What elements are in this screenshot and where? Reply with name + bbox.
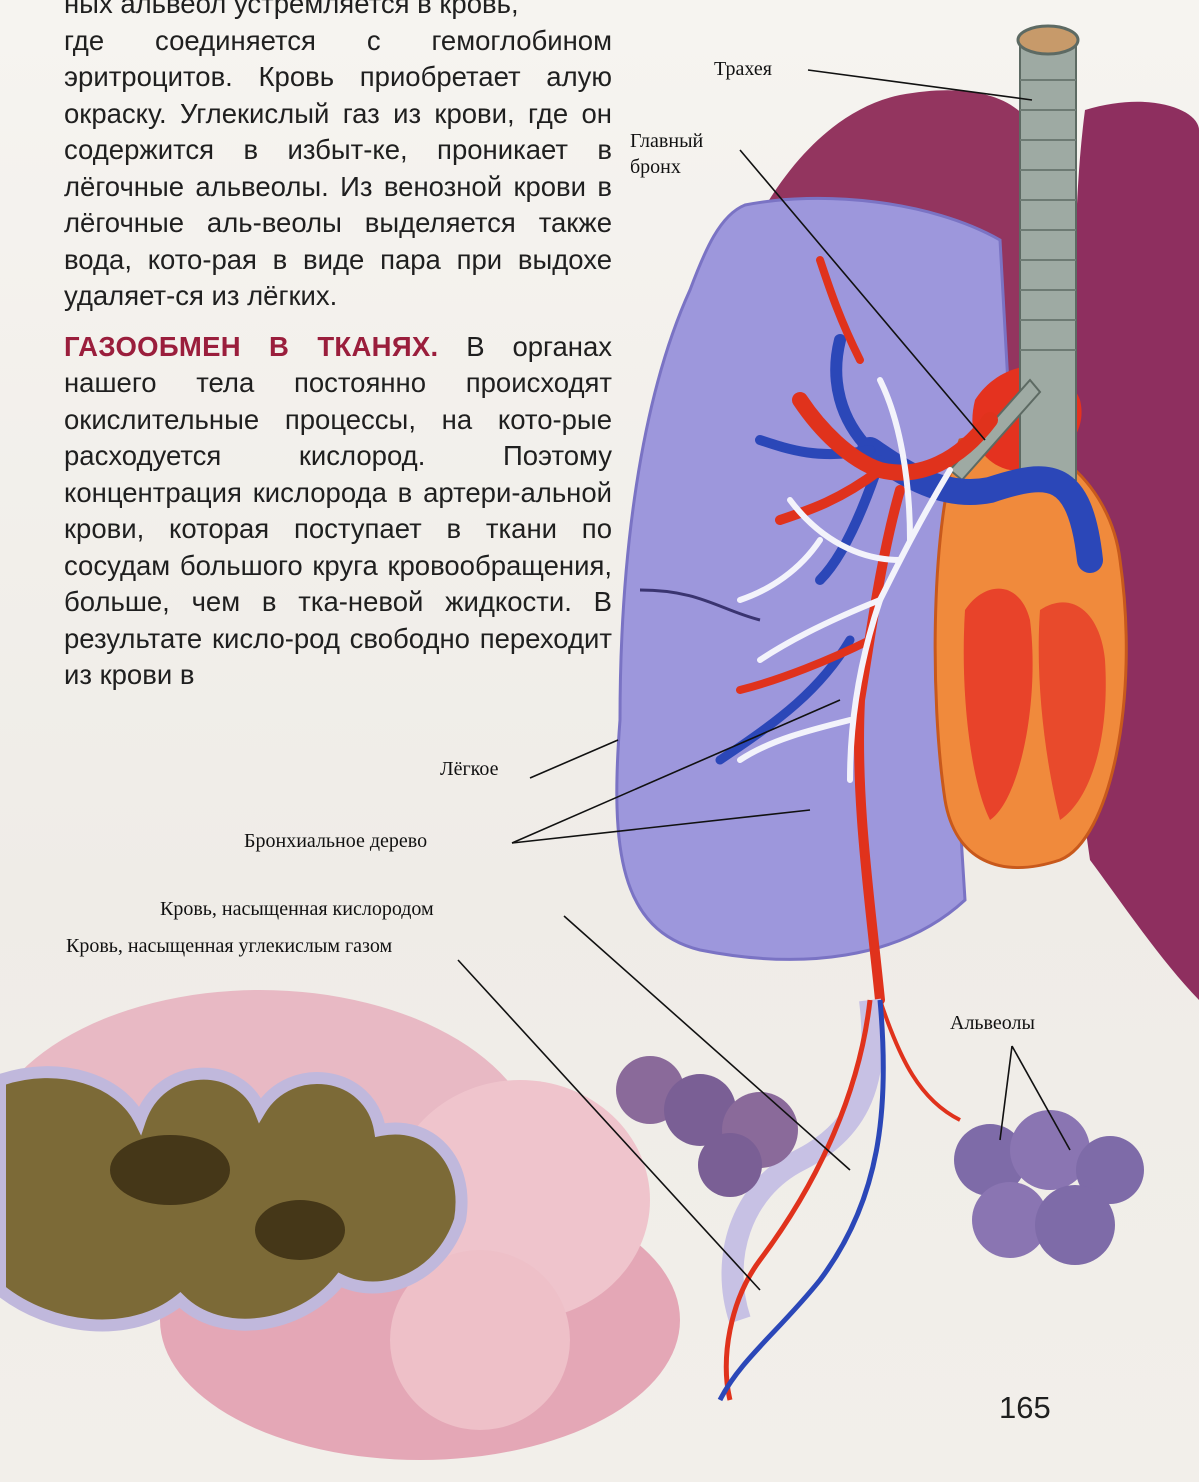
label-alveoli: Альвеолы (950, 1012, 1035, 1035)
alveoli-cluster-large (0, 990, 680, 1460)
leader-alv-1 (1000, 1046, 1012, 1140)
label-trachea: Трахея (714, 58, 772, 81)
text-paragraph-2-body: В органах нашего тела постоянно происход… (64, 331, 612, 691)
trachea-opening (1018, 26, 1078, 54)
label-main-bronchus: Главный бронх (630, 128, 750, 180)
leader-lung (530, 740, 618, 778)
label-main-bronchus-line2: бронх (630, 154, 750, 180)
section-heading: ГАЗООБМЕН В ТКАНЯХ. (64, 331, 438, 362)
label-bronchial-tree: Бронхиальное дерево (244, 830, 427, 853)
label-main-bronchus-line1: Главный (630, 128, 750, 154)
text-paragraph-1: где соединяется с гемоглобином эритроцит… (64, 23, 612, 315)
main-text-column: ных альвеол устремляется в кровь, где со… (64, 0, 612, 694)
label-lung: Лёгкое (440, 758, 498, 781)
label-oxygen-blood: Кровь, насыщенная кислородом (160, 898, 434, 921)
text-line-0: ных альвеол устремляется в кровь, (64, 0, 612, 23)
alveoli-cluster-right (954, 1110, 1144, 1265)
label-co2-blood: Кровь, насыщенная углекислым газом (66, 935, 392, 958)
page-number: 165 (999, 1390, 1051, 1426)
text-paragraph-2: ГАЗООБМЕН В ТКАНЯХ. В органах нашего тел… (64, 329, 612, 694)
